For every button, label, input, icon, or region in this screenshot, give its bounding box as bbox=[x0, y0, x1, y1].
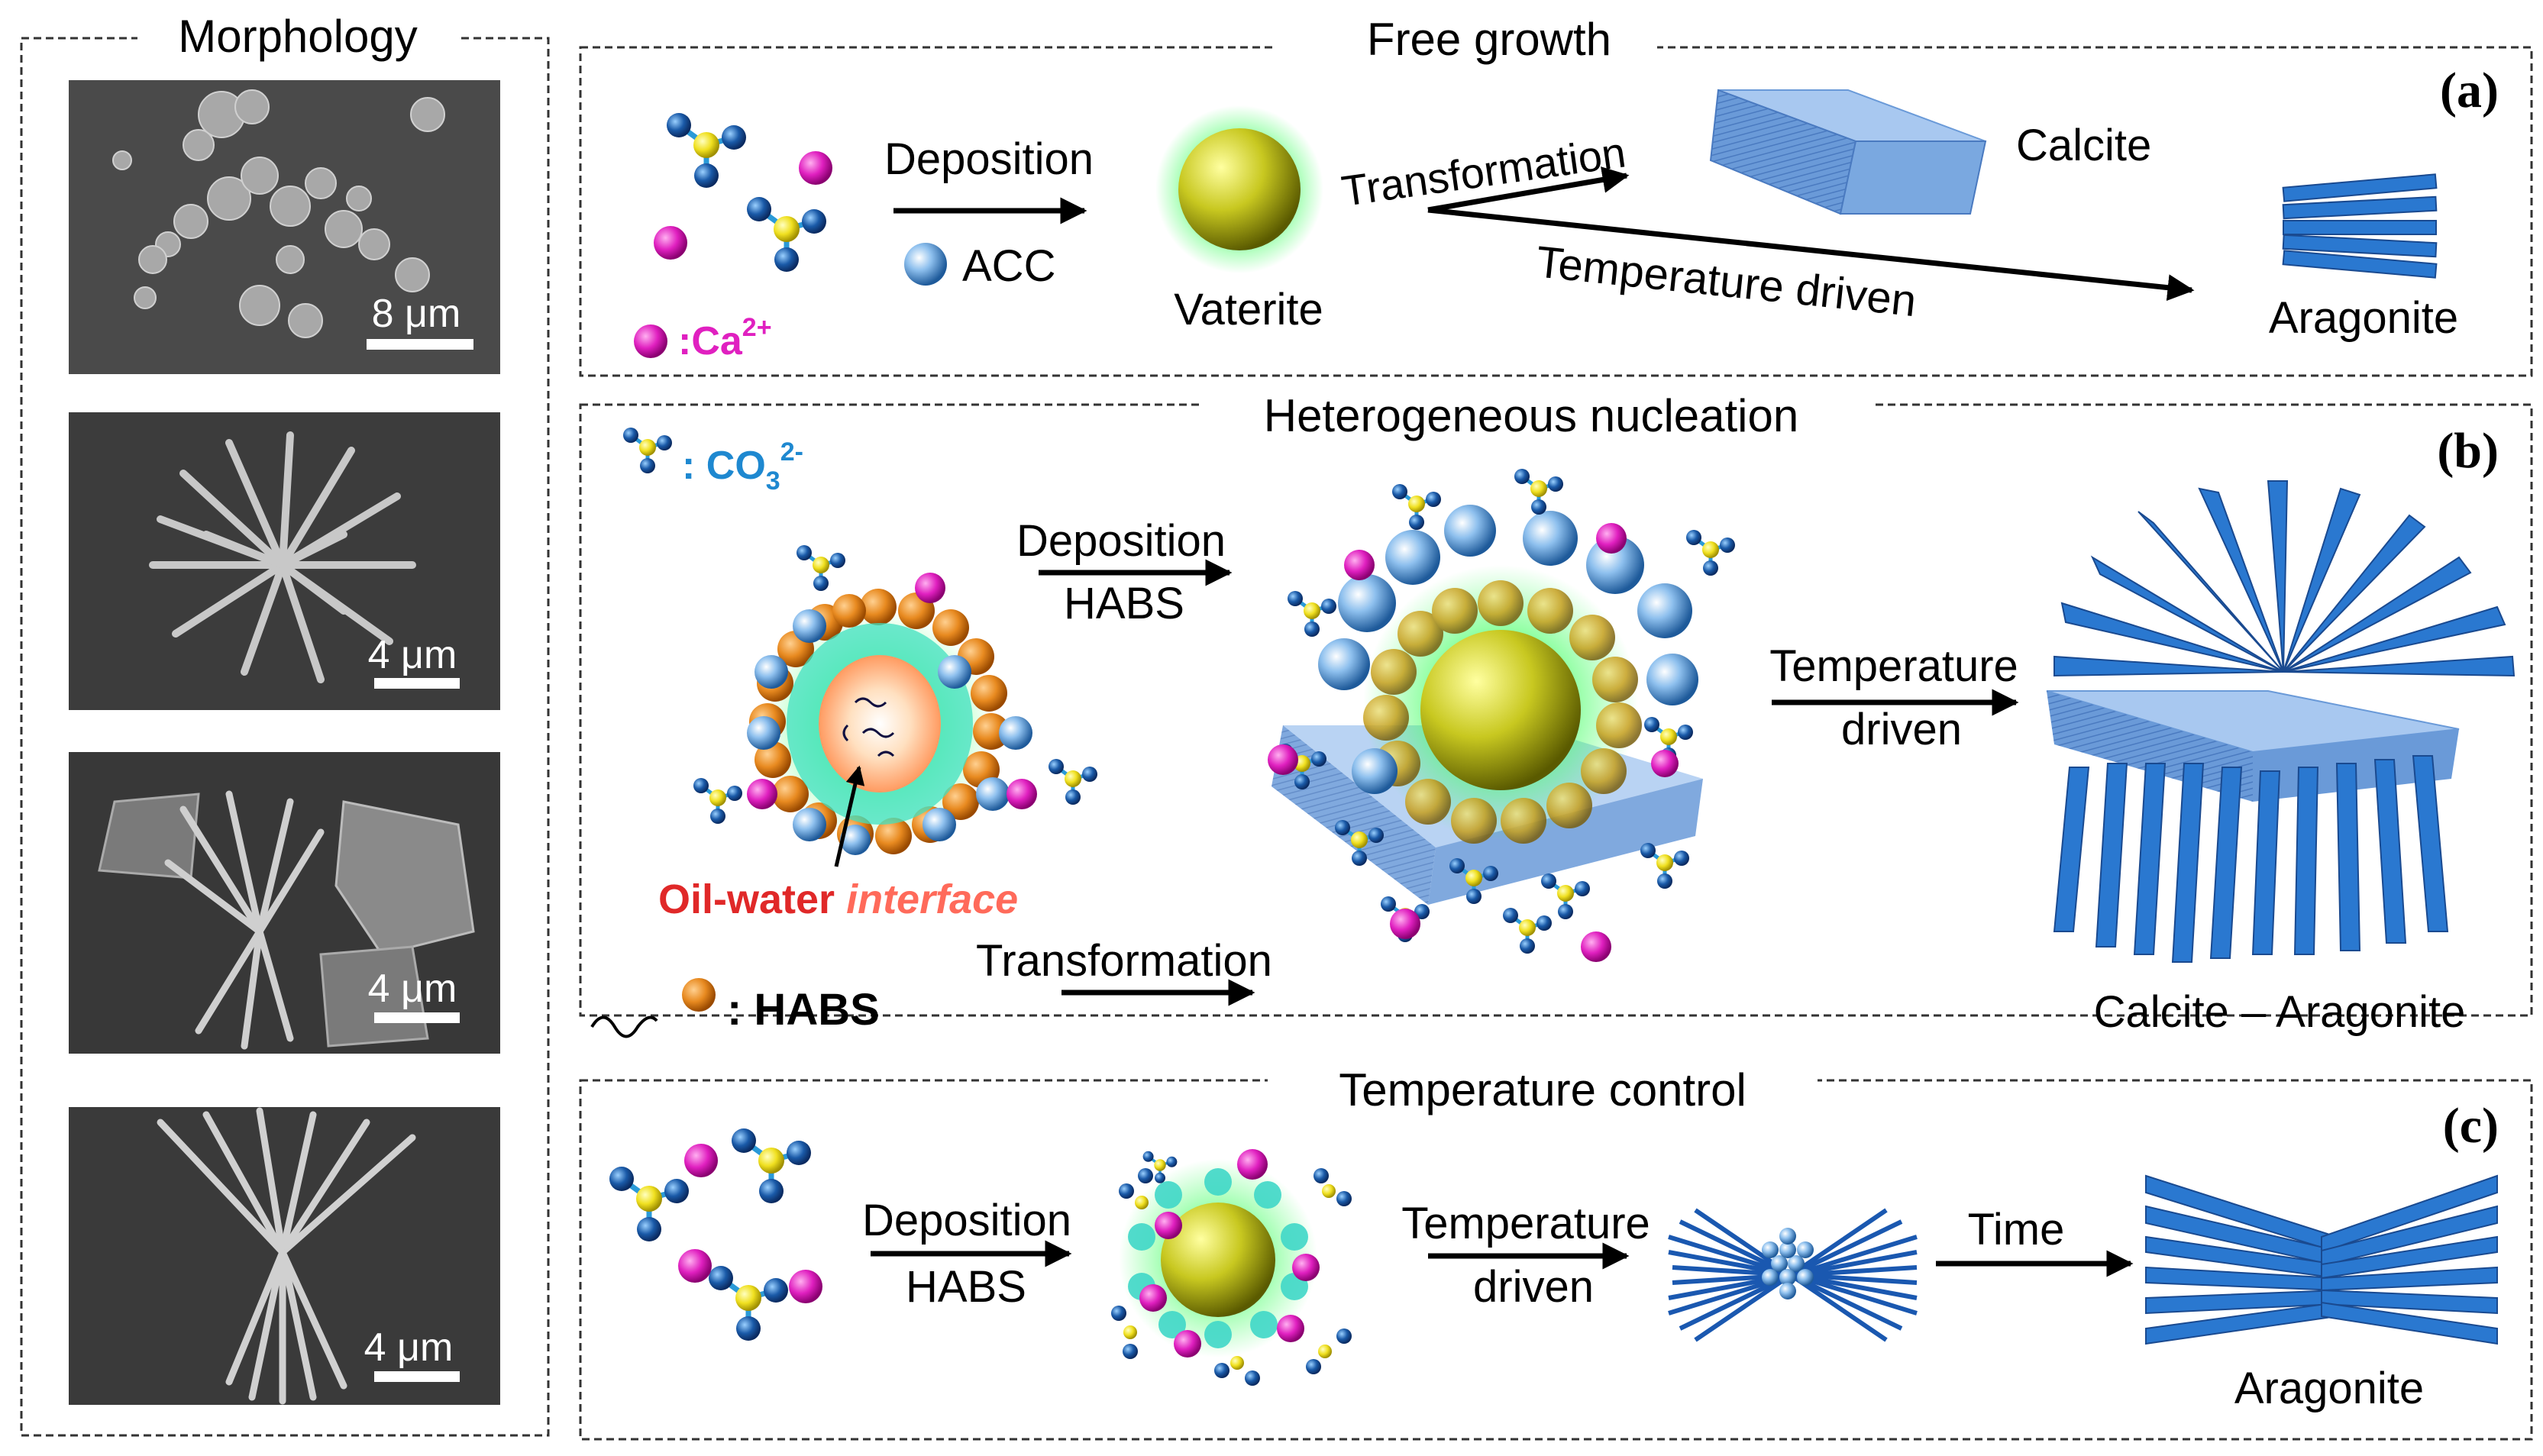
habs-label: HABS bbox=[906, 1262, 1026, 1312]
habs-head-icon bbox=[682, 978, 716, 1012]
transformation-label: Transformation bbox=[976, 936, 1272, 986]
habs-tail-icon bbox=[590, 1015, 658, 1038]
panel-a-title: Free growth bbox=[1367, 14, 1611, 65]
nucleation-cluster-icon bbox=[1272, 505, 1703, 905]
temperature-driven-label: Temperature driven bbox=[1534, 237, 1919, 326]
deposition-label: Deposition bbox=[862, 1196, 1071, 1245]
sem-image-1: 8 μm bbox=[69, 80, 500, 374]
calcium-legend-label: :Ca2+ bbox=[678, 313, 772, 363]
panel-c-label: (c) bbox=[2443, 1098, 2499, 1154]
co3-legend-label: : CO32- bbox=[682, 437, 803, 496]
aragonite-label: Aragonite bbox=[2234, 1364, 2424, 1413]
panel-c: Temperature control (c) Deposition HABS bbox=[579, 1054, 2533, 1441]
micelle-oil-water-icon bbox=[749, 589, 1010, 854]
calcium-ion-icon bbox=[678, 1144, 822, 1303]
time-label: Time bbox=[1968, 1205, 2065, 1254]
calcite-crystal-icon bbox=[1709, 89, 1987, 215]
vaterite-label: Vaterite bbox=[1174, 285, 1323, 334]
panel-a-label: (a) bbox=[2440, 63, 2499, 118]
calcium-ion-icon bbox=[799, 151, 832, 185]
scale-bar-2: 4 μm bbox=[368, 633, 457, 677]
temperature-arrow bbox=[1427, 207, 2195, 302]
oil-water-interface-label: Oil-water interface bbox=[658, 877, 1018, 922]
aragonite-label: Aragonite bbox=[2269, 293, 2458, 343]
temperature-label: Temperature bbox=[1401, 1199, 1650, 1248]
driven-label: driven bbox=[1473, 1262, 1594, 1312]
morphology-title: Morphology bbox=[178, 11, 418, 62]
scale-bar-4: 4 μm bbox=[364, 1325, 454, 1370]
calcite-label: Calcite bbox=[2016, 121, 2151, 170]
panel-b-frame bbox=[579, 403, 2533, 1017]
aragonite-bundle-small-icon bbox=[1668, 1208, 1918, 1342]
panel-c-frame bbox=[579, 1079, 2533, 1441]
acc-sphere-icon bbox=[747, 609, 1032, 855]
sem-image-2: 4 μm bbox=[69, 412, 500, 710]
panel-b: Heterogeneous nucleation (b) : CO32- bbox=[579, 378, 2533, 1038]
calcium-ion-icon bbox=[1268, 523, 1679, 962]
calcium-ion-icon bbox=[747, 573, 1037, 809]
habs-legend-label: : HABS bbox=[727, 985, 880, 1035]
acc-sphere-icon bbox=[904, 243, 947, 286]
scale-bar-3: 4 μm bbox=[368, 967, 457, 1011]
deposition-label: Deposition bbox=[1016, 516, 1226, 566]
calcite-aragonite-label: Calcite – Aragonite bbox=[2094, 987, 2466, 1037]
scale-bar-1: 8 μm bbox=[372, 292, 461, 336]
calcium-ion-icon bbox=[654, 226, 687, 260]
panel-b-title: Heterogeneous nucleation bbox=[1264, 390, 1799, 441]
habs-label: HABS bbox=[1064, 579, 1184, 628]
aragonite-bundle-large-icon bbox=[2145, 1174, 2498, 1345]
panel-a: Free growth (a) :Ca2+ Deposition ACC Vat… bbox=[579, 14, 2533, 377]
vaterite-sphere-icon bbox=[1178, 128, 1301, 250]
panel-c-title: Temperature control bbox=[1339, 1064, 1746, 1115]
aragonite-crystal-icon bbox=[2282, 173, 2438, 279]
carbonate-ion-icon bbox=[667, 113, 826, 272]
interface-pointer-arrow bbox=[834, 765, 865, 867]
co3-legend-icon bbox=[623, 428, 672, 473]
acc-label: ACC bbox=[962, 241, 1055, 291]
sem-image-3: 4 μm bbox=[69, 752, 500, 1054]
panel-a-frame bbox=[579, 46, 2533, 377]
calcium-legend-icon bbox=[634, 324, 667, 358]
vaterite-habs-cluster-icon bbox=[1111, 1149, 1352, 1386]
morphology-panel: Morphology 8 μm bbox=[20, 8, 550, 1437]
temperature-label: Temperature bbox=[1769, 641, 2018, 691]
sem-image-4: 4 μm bbox=[69, 1107, 500, 1405]
panel-b-label: (b) bbox=[2437, 423, 2499, 479]
driven-label: driven bbox=[1841, 705, 1962, 754]
transformation-arrow bbox=[1427, 166, 1630, 213]
deposition-label: Deposition bbox=[884, 134, 1094, 184]
calcite-aragonite-crystal-icon bbox=[2046, 480, 2516, 963]
